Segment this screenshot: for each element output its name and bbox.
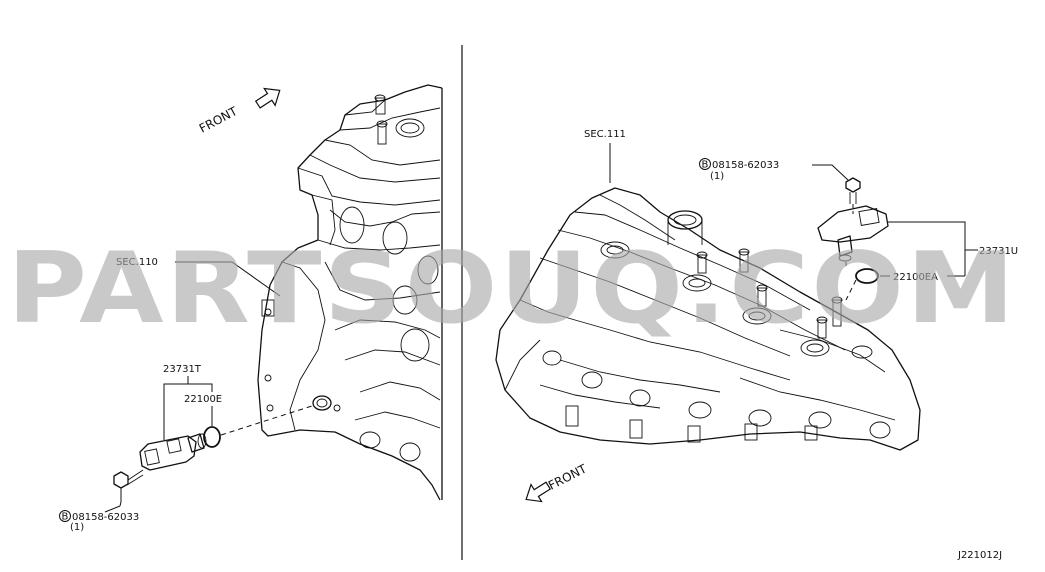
- right-bolt-quantity: (1): [710, 171, 724, 182]
- left-bolt-part-number: 08158-62033: [72, 512, 139, 523]
- left-bolt-quantity: (1): [70, 522, 84, 533]
- right-front-arrow: [525, 481, 552, 503]
- left-engine-block-drawing: [257, 84, 443, 501]
- watermark: PARTSOUQ.COM: [7, 232, 1017, 346]
- left-sensor-bore: [312, 395, 332, 411]
- right-bolt-prefix: B: [702, 160, 709, 171]
- left-bolt: [113, 469, 144, 489]
- right-bolt: [845, 177, 861, 204]
- left-front-label: FRONT: [197, 104, 240, 136]
- left-position-sensor: [139, 433, 207, 471]
- left-section-label: SEC.110: [116, 257, 158, 268]
- right-front-label: FRONT: [546, 461, 589, 492]
- right-bolt-part-number: 08158-62033: [712, 160, 779, 171]
- left-front-arrow: [254, 87, 281, 109]
- diagram-code: J221012J: [957, 550, 1002, 561]
- left-o-ring: [203, 426, 221, 448]
- right-position-sensor: [817, 204, 889, 268]
- left-sensor-part-number: 23731T: [163, 364, 202, 375]
- left-o-ring-part-number: 22100E: [184, 394, 222, 405]
- right-bolt-marker: [699, 158, 711, 170]
- right-o-ring-part-number: 22100EA: [893, 272, 938, 283]
- right-o-ring: [855, 268, 879, 284]
- left-bolt-prefix: B: [62, 512, 69, 523]
- right-section-label: SEC.111: [584, 129, 626, 140]
- right-cylinder-head-drawing: [495, 187, 921, 451]
- left-bolt-marker: [59, 510, 71, 522]
- right-sensor-part-number: 23731U: [979, 246, 1018, 257]
